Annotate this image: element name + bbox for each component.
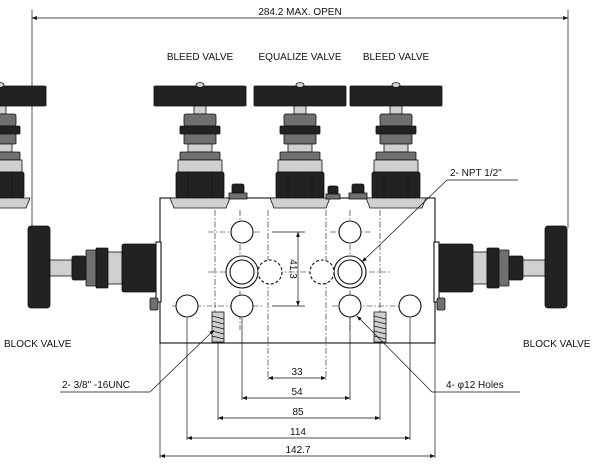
unc-callout: 2- 3/8" -16UNC [60,329,215,393]
top-valve-template [0,82,47,209]
top-dimension-label: 284.2 MAX. OPEN [258,7,341,18]
manifold-body [149,197,446,344]
holes-callout-label: 4- φ12 Holes [446,380,504,391]
bleed-valve-right-label: BLEED VALVE [363,52,430,63]
top-dimension: 284.2 MAX. OPEN [31,7,569,228]
dim-33: 33 [291,367,303,378]
bottom-dimensions: 33 54 85 114 142.7 [159,318,436,458]
dim-85: 85 [292,407,304,418]
dim-142-7: 142.7 [285,445,310,456]
dim-114: 114 [290,427,306,438]
block-valve-right-label: BLOCK VALVE [523,339,591,350]
vertical-dim-label: 41.3 [287,259,298,279]
small-fittings [228,183,368,200]
block-valve-left-label: BLOCK VALVE [4,339,72,350]
npt-callout-label: 2- NPT 1/2" [450,168,502,179]
unc-callout-label: 2- 3/8" -16UNC [62,380,130,391]
holes [175,220,422,318]
threaded-studs [211,311,387,343]
dim-54: 54 [291,387,303,398]
npt-callout: 2- NPT 1/2" [361,168,518,263]
block-valve-left [27,225,157,309]
equalize-valve-label: EQUALIZE VALVE [259,52,342,63]
block-valve-right [438,225,568,309]
vertical-dimension: 41.3 [272,231,305,307]
bleed-valve-left-label: BLEED VALVE [167,52,234,63]
holes-callout: 4- φ12 Holes [356,315,520,393]
